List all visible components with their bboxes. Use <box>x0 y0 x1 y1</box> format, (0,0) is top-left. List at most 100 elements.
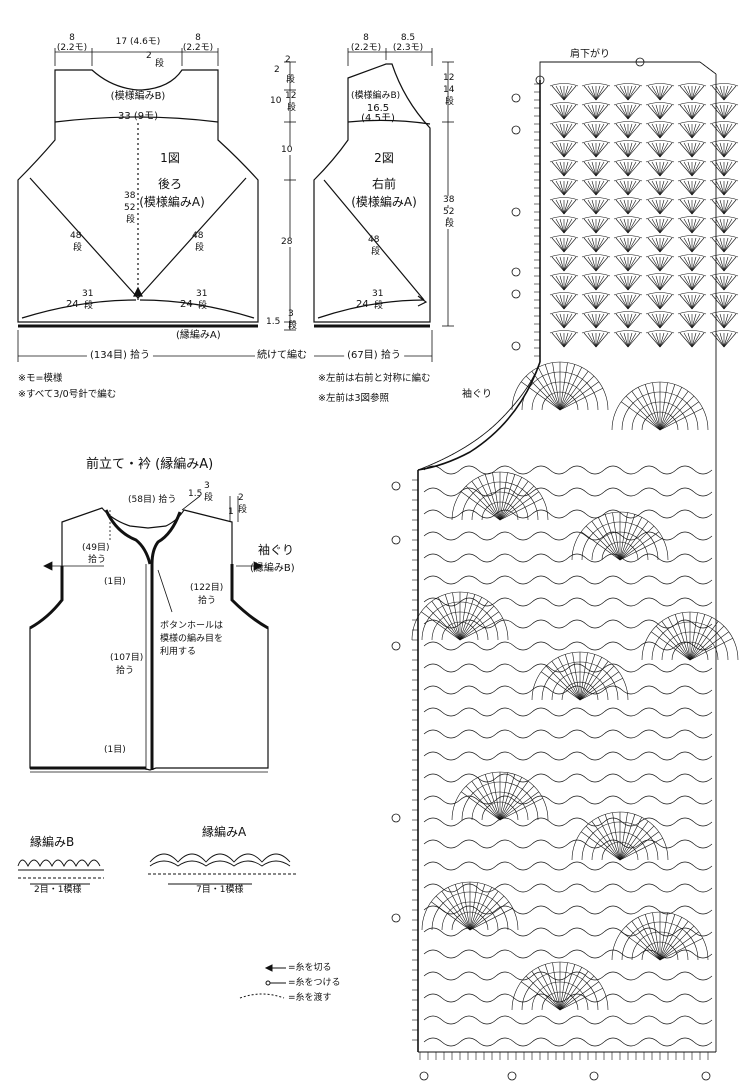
stitch-mark <box>555 161 565 177</box>
front-yoke-width: 16.5 <box>366 103 390 114</box>
stitch-mark <box>627 161 637 177</box>
stitch-mark <box>639 729 677 739</box>
armhole-pickup: (122目) <box>190 583 224 593</box>
stitch-mark <box>531 839 569 849</box>
stitch-mark <box>641 411 679 431</box>
stitch-mark <box>723 313 733 329</box>
fig1-piece-name: 後ろ <box>157 177 183 191</box>
stitch-mark <box>431 611 489 641</box>
stitch-mark <box>691 142 697 158</box>
arm-rows: 1 <box>228 507 234 517</box>
stitch-mark <box>563 275 577 291</box>
stitch-mark <box>563 237 569 253</box>
stitch-mark <box>423 861 461 871</box>
stitch-mark <box>423 465 461 475</box>
stitch-mark <box>580 531 621 561</box>
stitch-mark <box>659 382 668 431</box>
stitch-mark <box>627 123 637 139</box>
stitch-mark <box>711 237 725 253</box>
back-dimension-lines <box>17 48 300 362</box>
stitch-mark <box>469 882 478 931</box>
stitch-mark <box>591 520 621 561</box>
stitch-mark <box>567 905 605 915</box>
stitch-mark <box>709 83 739 87</box>
height-ruler <box>284 61 296 331</box>
stitch-mark <box>679 104 693 120</box>
stitch-mark <box>612 512 621 561</box>
stitch-mark <box>423 509 461 519</box>
stitch-mark <box>647 142 661 158</box>
stitch-mark <box>531 509 569 519</box>
stitch-mark <box>563 294 569 310</box>
stitch-mark <box>655 237 661 253</box>
stitch-mark <box>603 839 641 849</box>
back-pickup: (134目) 拾う <box>86 351 154 361</box>
stitch-mark <box>587 199 597 215</box>
stitch-mark <box>675 729 713 739</box>
stitch-mark <box>459 685 497 695</box>
stitch-mark <box>723 313 737 329</box>
stitch-mark <box>459 465 497 475</box>
stitch-mark <box>619 85 629 101</box>
stitch-mark <box>559 364 576 411</box>
stitch-mark <box>567 1037 605 1047</box>
stitch-mark <box>679 180 693 196</box>
stitch-mark <box>460 491 501 521</box>
stitch-mark <box>603 575 641 585</box>
stitch-mark <box>563 180 573 196</box>
stitch-mark <box>563 218 577 234</box>
stitch-mark <box>581 121 611 125</box>
stitch-mark <box>627 180 633 196</box>
stitch-mark <box>587 313 597 329</box>
stitch-mark <box>715 180 725 196</box>
stitch-mark <box>723 218 737 234</box>
stitch-mark <box>627 85 633 101</box>
stitch-mark <box>651 332 661 348</box>
front-side-rows: 38 <box>443 195 455 205</box>
stitch-mark <box>661 631 719 661</box>
stitch-mark <box>691 104 705 120</box>
armhole-edge: (縁編みB) <box>250 563 295 574</box>
stitch-mark <box>627 256 633 272</box>
stitch-mark <box>601 841 639 861</box>
stitch-mark <box>675 707 713 717</box>
stitch-mark <box>687 104 693 120</box>
stitch-mark <box>563 313 569 329</box>
stitch-mark <box>723 104 737 120</box>
stitch-mark <box>567 949 605 959</box>
stitch-mark <box>499 780 529 821</box>
stitch-mark <box>583 199 597 215</box>
stitch-mark <box>715 256 725 272</box>
stitch-mark <box>627 85 641 101</box>
stitch-mark <box>581 311 611 315</box>
stitch-mark <box>659 85 669 101</box>
stitch-mark <box>549 159 579 163</box>
stitch-mark <box>551 123 565 139</box>
back-diag-right: 48 <box>192 231 204 241</box>
stitch-mark <box>581 102 611 106</box>
back-bottom-left-rows: 31 <box>82 289 94 299</box>
stitch-mark <box>451 771 549 821</box>
stitch-mark <box>559 123 565 139</box>
stitch-mark <box>579 657 603 701</box>
stitch-mark <box>595 161 601 177</box>
stitch-mark <box>563 332 577 348</box>
stitch-mark <box>541 661 619 701</box>
stitch-mark <box>423 1037 461 1047</box>
stitch-mark <box>719 180 725 196</box>
stitch-mark <box>544 964 561 1011</box>
stitch-mark <box>495 487 533 497</box>
stitch-mark <box>495 707 533 717</box>
stitch-mark <box>531 619 569 629</box>
stitch-mark <box>454 884 471 931</box>
stitch-mark <box>549 178 579 182</box>
stitch-mark <box>459 597 497 607</box>
back-bottom-left-unit: 段 <box>84 301 94 311</box>
stitch-mark <box>723 123 733 139</box>
stitch-mark <box>639 465 677 475</box>
stitch-mark <box>615 313 629 329</box>
stitch-mark <box>647 161 661 177</box>
stitch-mark <box>459 592 468 641</box>
stitch-mark <box>459 751 497 761</box>
stitch-mark <box>555 123 565 139</box>
